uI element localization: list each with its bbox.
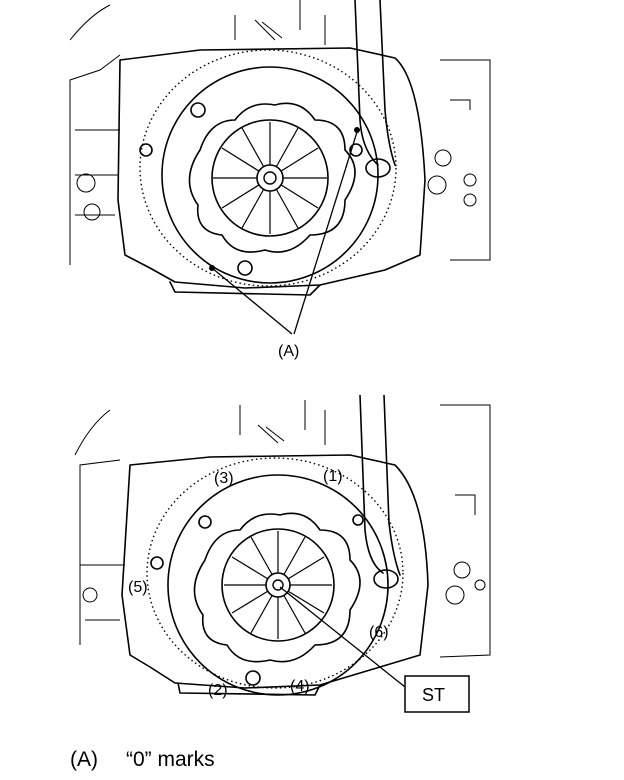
bolt bbox=[349, 143, 363, 157]
bolt-label-4: 4 bbox=[295, 678, 304, 695]
svg-text:(4): (4) bbox=[290, 678, 310, 695]
svg-text:(6): (6) bbox=[369, 624, 389, 641]
bolt bbox=[245, 670, 261, 686]
bolt-label-1: 1 bbox=[328, 468, 337, 485]
st-tool-box bbox=[404, 675, 470, 713]
transmission-housing bbox=[121, 454, 429, 689]
bottom-clutch-drawing: ST (3) (1) (5) (6) (2) (4) bbox=[74, 395, 491, 713]
bolt bbox=[237, 260, 253, 276]
top-clutch-drawing: (A) bbox=[69, 0, 491, 360]
svg-text:(1): (1) bbox=[323, 468, 343, 485]
legend-key: (A) bbox=[70, 748, 98, 771]
flywheel-teeth bbox=[139, 49, 397, 287]
pressure-plate-cover bbox=[167, 474, 389, 696]
zero-mark-upper bbox=[354, 127, 360, 133]
hose bbox=[359, 395, 401, 576]
engine-block-outline bbox=[74, 400, 491, 658]
svg-text:(5): (5) bbox=[128, 579, 148, 596]
svg-text:(2): (2) bbox=[208, 682, 228, 699]
diaphragm-spring bbox=[211, 119, 329, 237]
hose bbox=[354, 0, 396, 166]
engine-block-outline bbox=[69, 0, 491, 265]
bolt bbox=[198, 515, 212, 529]
bolt-label-2: 2 bbox=[213, 682, 222, 699]
leader-line-a bbox=[211, 267, 293, 335]
bolt-label-5: 5 bbox=[133, 579, 142, 596]
st-leader-line bbox=[279, 586, 406, 688]
legend: (A) “0” marks bbox=[70, 748, 215, 772]
top-illustration: (A) bbox=[0, 0, 624, 370]
legend-text: “0” marks bbox=[126, 748, 215, 771]
bottom-illustration: ST (3) (1) (5) (6) (2) (4) bbox=[0, 395, 624, 725]
svg-text:(3): (3) bbox=[214, 470, 234, 487]
callout-a-label: (A) bbox=[278, 343, 299, 360]
bolt bbox=[352, 514, 364, 526]
flywheel-teeth bbox=[146, 457, 404, 689]
bolt-label-6: 6 bbox=[374, 624, 383, 641]
bolt-label-3: 3 bbox=[219, 470, 228, 487]
pressure-plate-cover bbox=[161, 66, 379, 284]
transmission-housing bbox=[117, 47, 426, 289]
st-tool-label: ST bbox=[422, 685, 445, 705]
bolt bbox=[190, 102, 206, 118]
diaphragm-spring bbox=[221, 528, 335, 642]
bolt bbox=[150, 556, 164, 570]
bolt-sequence-labels: (3) (1) (5) (6) (2) (4) bbox=[128, 468, 389, 699]
leader-line-a bbox=[293, 131, 358, 335]
bolt bbox=[139, 143, 153, 157]
